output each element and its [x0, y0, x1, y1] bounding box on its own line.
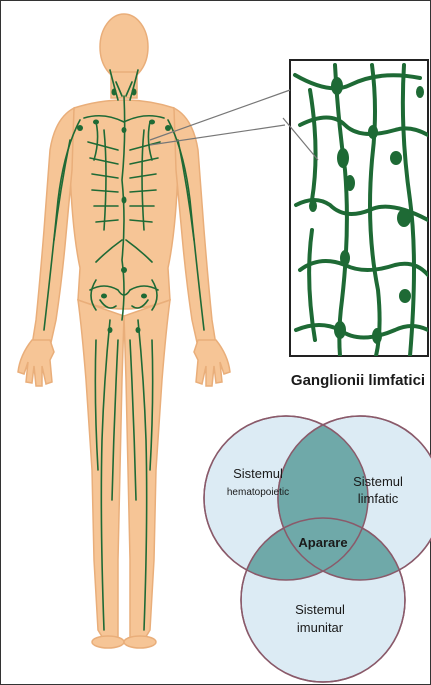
lymphatic-vessels — [44, 70, 204, 630]
venn-label-lymphatic-line2: limfatic — [358, 491, 399, 506]
inset-caption: Ganglionii limfatici — [291, 372, 425, 389]
venn-label-center: Aparare — [298, 535, 347, 550]
venn-label-hematopoietic-line2: hematopoietic — [227, 487, 289, 498]
lymph-node-inset — [290, 60, 428, 356]
venn-diagram: Sistemul hematopoietic Sistemul limfatic… — [204, 416, 431, 682]
venn-label-immune-line1: Sistemul — [295, 602, 345, 617]
venn-label-immune-line2: imunitar — [297, 620, 344, 635]
venn-label-hematopoietic-line1: Sistemul — [233, 466, 283, 481]
venn-label-lymphatic-line1: Sistemul — [353, 474, 403, 489]
